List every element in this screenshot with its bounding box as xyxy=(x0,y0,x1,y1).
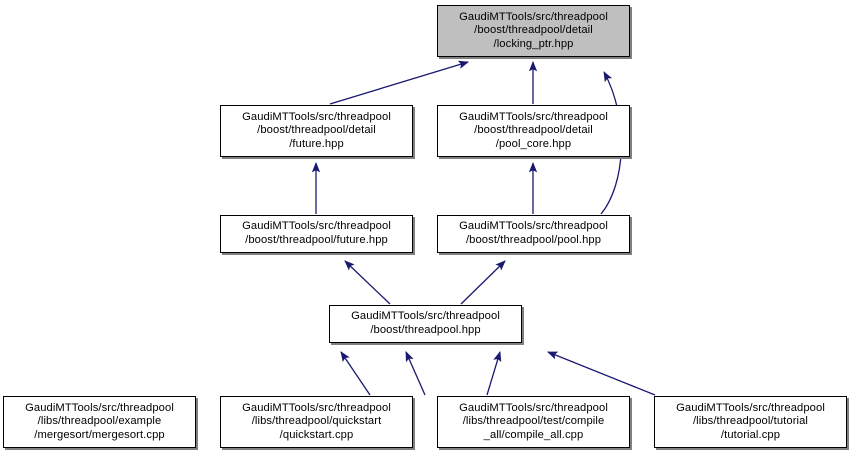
edge-threadpool-to-pool xyxy=(460,260,506,305)
node-tutorial[interactable]: GaudiMTTools/src/threadpool/libs/threadp… xyxy=(654,396,847,448)
node-locking_ptr-line: GaudiMTTools/src/threadpool xyxy=(459,10,608,23)
node-threadpool[interactable]: GaudiMTTools/src/threadpool/boost/thread… xyxy=(329,305,522,343)
node-future[interactable]: GaudiMTTools/src/threadpool/boost/thread… xyxy=(220,215,413,253)
node-detail_future[interactable]: GaudiMTTools/src/threadpool/boost/thread… xyxy=(220,105,413,157)
node-pool_core-line: /boost/threadpool/detail xyxy=(474,124,593,137)
node-tutorial-line: /tutorial.cpp xyxy=(720,428,781,441)
node-detail_future-line: /future.hpp xyxy=(289,137,344,150)
node-compile_all[interactable]: GaudiMTTools/src/threadpool/libs/threadp… xyxy=(437,396,630,448)
node-mergesort-line: /mergesort/mergesort.cpp xyxy=(34,428,165,441)
node-locking_ptr[interactable]: GaudiMTTools/src/threadpool/boost/thread… xyxy=(437,5,630,57)
node-tutorial-line: /libs/threadpool/tutorial xyxy=(692,415,809,428)
node-quickstart[interactable]: GaudiMTTools/src/threadpool/libs/threadp… xyxy=(220,396,413,448)
node-pool[interactable]: GaudiMTTools/src/threadpool/boost/thread… xyxy=(437,215,630,253)
node-pool_core-line: GaudiMTTools/src/threadpool xyxy=(459,110,608,123)
edge-quickstart-to-threadpool xyxy=(405,351,426,396)
node-tutorial-line: GaudiMTTools/src/threadpool xyxy=(676,401,825,414)
node-quickstart-line: /libs/threadpool/quickstart xyxy=(251,415,382,428)
node-compile_all-line: _all/compile_all.cpp xyxy=(483,428,584,441)
node-compile_all-line: /libs/threadpool/test/compile xyxy=(462,415,605,428)
edge-compile_all-to-threadpool xyxy=(486,351,502,396)
node-threadpool-line: GaudiMTTools/src/threadpool xyxy=(351,310,500,323)
edge-tutorial-to-threadpool xyxy=(547,351,656,396)
node-quickstart-line: GaudiMTTools/src/threadpool xyxy=(242,401,391,414)
edge-threadpool-to-future xyxy=(344,260,391,305)
node-detail_future-line: /boost/threadpool/detail xyxy=(257,124,376,137)
node-pool_core[interactable]: GaudiMTTools/src/threadpool/boost/thread… xyxy=(437,105,630,157)
edge-mergesort-to-threadpool xyxy=(340,351,371,396)
node-mergesort-line: GaudiMTTools/src/threadpool xyxy=(25,401,174,414)
node-locking_ptr-line: /boost/threadpool/detail xyxy=(474,24,593,37)
node-locking_ptr-line: /locking_ptr.hpp xyxy=(493,37,574,50)
node-detail_future-line: GaudiMTTools/src/threadpool xyxy=(242,110,391,123)
node-pool_core-line: /pool_core.hpp xyxy=(495,137,572,150)
node-mergesort-line: /libs/threadpool/example xyxy=(37,415,162,428)
node-future-line: GaudiMTTools/src/threadpool xyxy=(242,220,391,233)
node-future-line: /boost/threadpool/future.hpp xyxy=(245,234,388,246)
node-quickstart-line: /quickstart.cpp xyxy=(279,428,354,441)
node-threadpool-line: /boost/threadpool.hpp xyxy=(370,324,481,336)
node-compile_all-line: GaudiMTTools/src/threadpool xyxy=(459,401,608,414)
node-mergesort[interactable]: GaudiMTTools/src/threadpool/libs/threadp… xyxy=(3,396,196,448)
edge-detail_future-to-locking_ptr xyxy=(329,60,469,105)
node-pool-line: GaudiMTTools/src/threadpool xyxy=(459,220,608,233)
node-pool-line: /boost/threadpool/pool.hpp xyxy=(465,234,602,246)
